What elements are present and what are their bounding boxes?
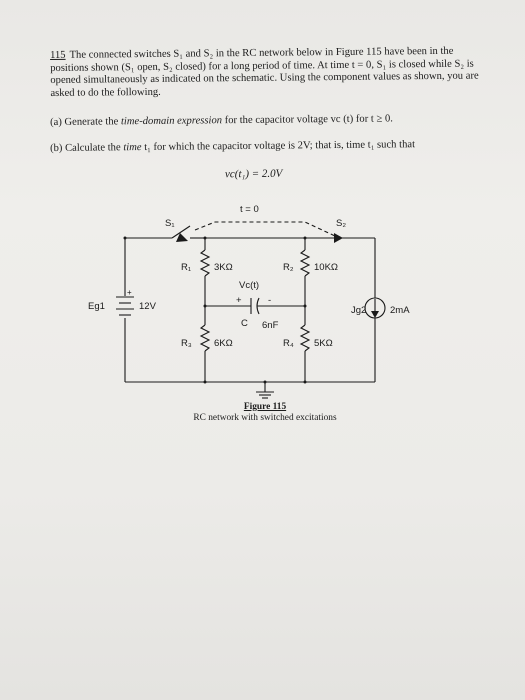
- resistor-r1: [199, 249, 211, 277]
- switch-s1-blade: [171, 225, 191, 239]
- node-r4-bottom: [303, 380, 307, 384]
- resistor-r2: [299, 249, 311, 277]
- capacitor-plus-label: +: [236, 295, 242, 306]
- r4-name-label: R₄: [283, 338, 294, 349]
- switch-s2-arrow-icon: [334, 233, 343, 243]
- source-j-name-label: Jg2: [351, 305, 366, 316]
- figure-title: Figure 115: [243, 402, 287, 412]
- r2-name-label: R₂: [283, 262, 294, 273]
- r1-value-label: 3KΩ: [214, 262, 233, 273]
- resistor-r3: [199, 324, 211, 352]
- current-source-arrowhead: [371, 311, 379, 318]
- switch-link-dashed: [194, 221, 336, 237]
- node-r2-top: [303, 236, 307, 240]
- source-j-value-label: 2mA: [390, 305, 410, 316]
- switch-s2-label: S₂: [336, 218, 346, 229]
- r4-value-label: 5KΩ: [314, 338, 333, 349]
- source-e-name-label: Eg1: [88, 301, 105, 312]
- node-top-left: [123, 236, 127, 240]
- node-ground: [263, 380, 267, 384]
- capacitor-name-label: C: [241, 318, 248, 329]
- r1-name-label: R₁: [181, 262, 191, 273]
- node-cap-left: [203, 304, 207, 308]
- node-cap-right: [303, 304, 307, 308]
- node-r1-top: [203, 236, 207, 240]
- r2-value-label: 10KΩ: [314, 262, 338, 273]
- r3-name-label: R₃: [181, 338, 192, 349]
- source-e-value-label: 12V: [139, 301, 157, 312]
- switch-s1-label: S₁: [165, 218, 175, 229]
- figure-caption-text: RC network with switched excitations: [193, 413, 337, 423]
- switch-time-label: t = 0: [240, 204, 259, 215]
- capacitor-minus-label: -: [268, 295, 271, 306]
- r3-value-label: 6KΩ: [214, 338, 233, 349]
- figure-caption: Figure 115 RC network with switched exci…: [180, 402, 350, 424]
- node-r3-bottom: [203, 380, 207, 384]
- capacitor-value-label: 6nF: [262, 320, 279, 331]
- capacitor-voltage-label: Vc(t): [239, 280, 259, 291]
- source-e-plus-label: +: [127, 288, 132, 297]
- switch-s1-arrow-icon: [176, 233, 188, 242]
- resistor-r4: [299, 324, 311, 352]
